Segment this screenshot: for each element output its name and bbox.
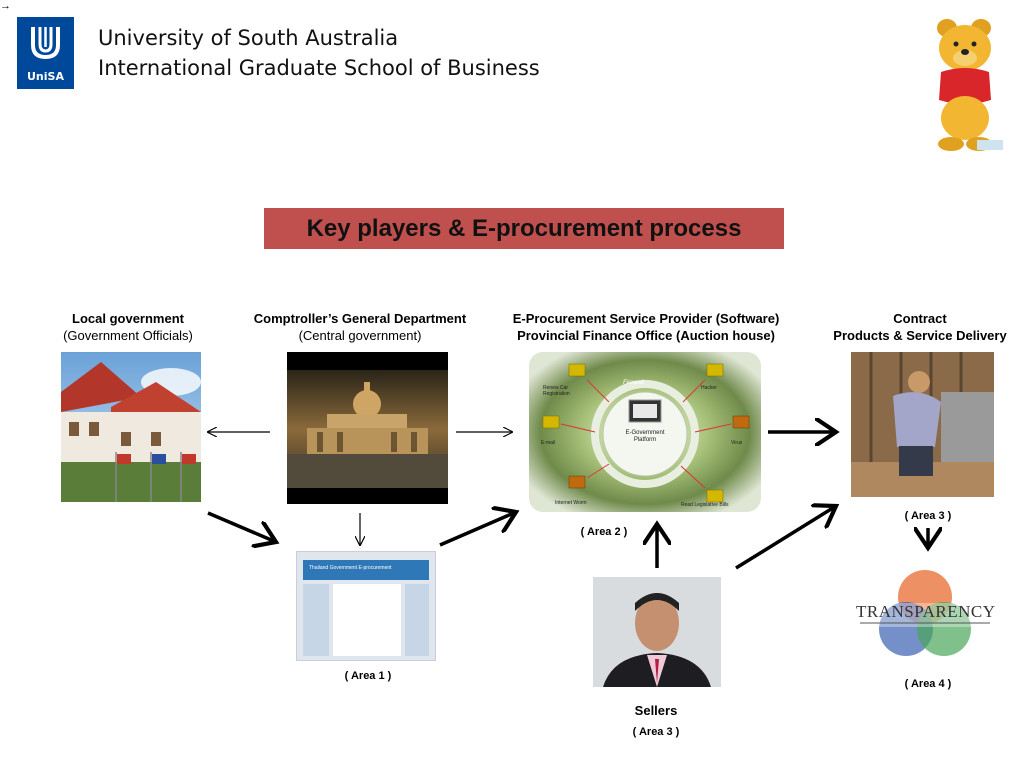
- arrow-local-to-website: [207, 511, 276, 542]
- platform-ring-label: Firewall: [623, 380, 644, 386]
- platform-diagram-graphic: [529, 352, 761, 512]
- contract-label: Contract Products & Service Delivery: [820, 310, 1020, 344]
- contract-title: Contract: [893, 311, 947, 326]
- website-content: [333, 584, 401, 656]
- eprocurement-line-2: Provincial Finance Office (Auction house…: [517, 328, 775, 343]
- comptroller-label: Comptroller’s General Department (Centra…: [236, 310, 484, 344]
- local-government-building-image: [61, 352, 201, 502]
- website-sidebar: [303, 584, 329, 656]
- comptroller-palace-image: [287, 352, 448, 504]
- corner-arrow-icon: →: [0, 0, 11, 12]
- unisa-logo: UniSA: [17, 17, 74, 89]
- arrow-website-to-eproc: [439, 512, 516, 547]
- area-2-label: ( Area 2 ): [580, 526, 628, 538]
- website-right-panel: [405, 584, 429, 656]
- platform-center-line-1: E-Government: [625, 430, 665, 436]
- unisa-emblem-icon: [31, 27, 60, 60]
- platform-center-label: E-Government Platform: [613, 430, 677, 444]
- contract-construction-image: [851, 352, 994, 497]
- arrow-sellers-to-contract: [735, 506, 836, 570]
- platform-node-worm: Internet Worm: [555, 500, 587, 506]
- local-government-subtitle: (Government Officials): [63, 328, 193, 343]
- header-line-2: International Graduate School of Busines…: [98, 56, 540, 80]
- platform-center-line-2: Platform: [633, 437, 657, 443]
- eprocurement-label: E-Procurement Service Provider (Software…: [494, 310, 798, 344]
- local-government-label: Local government (Government Officials): [40, 310, 216, 344]
- platform-node-renew: Renew Car Registration: [543, 385, 570, 397]
- area-3-sellers-label: ( Area 3 ): [632, 726, 680, 738]
- comptroller-title: Comptroller’s General Department: [253, 311, 467, 326]
- transparency-venn-image: [858, 570, 992, 656]
- contract-subtitle: Products & Service Delivery: [833, 328, 1007, 343]
- platform-node-hacker: Hacker: [701, 385, 717, 391]
- area-1-label: ( Area 1 ): [344, 670, 392, 682]
- local-government-title: Local government: [72, 311, 184, 326]
- website-banner: Thailand Government E-procurement: [303, 560, 429, 580]
- eprocurement-line-1: E-Procurement Service Provider (Software…: [512, 311, 780, 326]
- website-banner-text: Thailand Government E-procurement: [309, 565, 392, 571]
- cartoon-bear-image: [937, 19, 1003, 151]
- seller-portrait-image: [593, 577, 721, 687]
- eprocurement-website-image: Thailand Government E-procurement: [296, 551, 436, 661]
- area-3-contract-label: ( Area 3 ): [904, 510, 952, 522]
- platform-node-email: E-mail: [541, 440, 556, 446]
- area-4-label: ( Area 4 ): [904, 678, 952, 690]
- platform-node-virus: Virus: [731, 440, 743, 446]
- transparency-word: TRANSPARENCY: [856, 602, 996, 621]
- sellers-label: Sellers: [634, 703, 678, 718]
- eprocurement-platform-diagram: E-Government Platform Firewall Renew Car…: [529, 352, 761, 512]
- logo-text: UniSA: [27, 70, 64, 83]
- comptroller-subtitle: (Central government): [298, 328, 422, 343]
- slide-title: Key players & E-procurement process: [264, 208, 784, 249]
- header-line-1: University of South Australia: [98, 26, 399, 50]
- platform-node-bills: Read Legislative Bills: [681, 502, 729, 508]
